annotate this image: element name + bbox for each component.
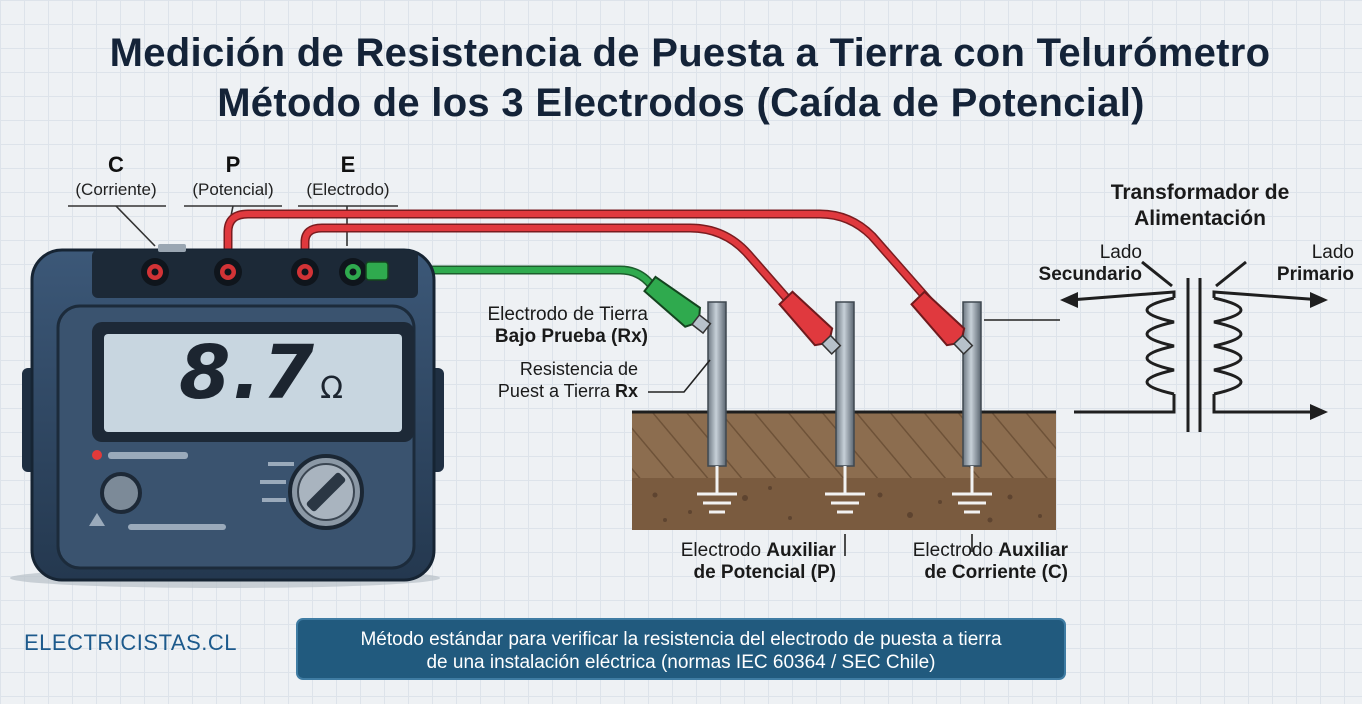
title-line-2: Método de los 3 Electrodos (Caída de Pot…	[217, 81, 1145, 125]
telurometro-meter	[10, 244, 444, 588]
terminal-c	[141, 258, 169, 286]
label-aux-potential: Electrodo Auxiliar de Potencial (P)	[680, 540, 836, 583]
terminal-e-label: (Electrodo)	[306, 180, 390, 199]
rod-electrode-p	[835, 301, 855, 467]
clip-green	[643, 275, 712, 335]
label-aux-current: Electrodo Auxiliar de Corriente (C)	[912, 540, 1068, 583]
transformer-primary-label: Lado Primario	[1276, 242, 1354, 285]
transformer-symbol	[1069, 260, 1323, 432]
terminal-c-label: (Corriente)	[75, 180, 157, 199]
terminal-c-letter: C	[108, 152, 124, 177]
terminal-p-label: (Potencial)	[192, 180, 274, 199]
ground-symbol-rx	[697, 466, 737, 514]
transformer-arrows	[1060, 292, 1328, 420]
label-resistance-line2: Puest a Tierra Rx	[497, 381, 638, 401]
label-test-electrode-line2: Bajo Prueba (Rx)	[494, 326, 648, 347]
terminal-e	[339, 258, 389, 286]
label-resistance: Resistencia de Puest a Tierra Rx	[448, 358, 638, 402]
label-leaders	[648, 319, 1060, 556]
footer-banner: Método estándar para verificar la resist…	[296, 618, 1066, 680]
banner-line2: de una instalación eléctrica (normas IEC…	[426, 652, 936, 673]
transformer-title-line1: Transformador de	[1110, 181, 1290, 204]
terminal-x	[291, 258, 319, 286]
label-test-electrode: Electrodo de Tierra Bajo Prueba (Rx)	[448, 304, 648, 348]
label-test-electrode-line1: Electrodo de Tierra	[487, 304, 648, 325]
transformer-title: Transformador de Alimentación	[1070, 180, 1330, 232]
terminal-e-letter: E	[340, 152, 356, 177]
banner-line1: Método estándar para verificar la resist…	[360, 629, 1002, 650]
rod-electrode-c	[962, 301, 982, 467]
transformer-title-line2: Alimentación	[1134, 207, 1266, 230]
terminal-p	[214, 258, 242, 286]
ground-symbol-p	[825, 466, 865, 514]
meter-reading: 8.7	[178, 330, 317, 416]
clip-red-c	[910, 290, 974, 356]
label-resistance-line1: Resistencia de	[519, 359, 638, 379]
test-leads	[223, 209, 935, 307]
title-line-1: Medición de Resistencia de Puesta a Tier…	[109, 31, 1271, 75]
clip-red-p	[778, 290, 842, 356]
terminal-p-letter: P	[225, 152, 241, 177]
transformer-secondary-label: Lado Secundario	[1038, 242, 1142, 285]
rod-electrode-rx	[707, 301, 727, 467]
brand-logo: ELECTRICISTAS.CL	[24, 630, 237, 655]
meter-unit: Ω	[320, 371, 344, 406]
ground-symbol-c	[952, 466, 992, 514]
